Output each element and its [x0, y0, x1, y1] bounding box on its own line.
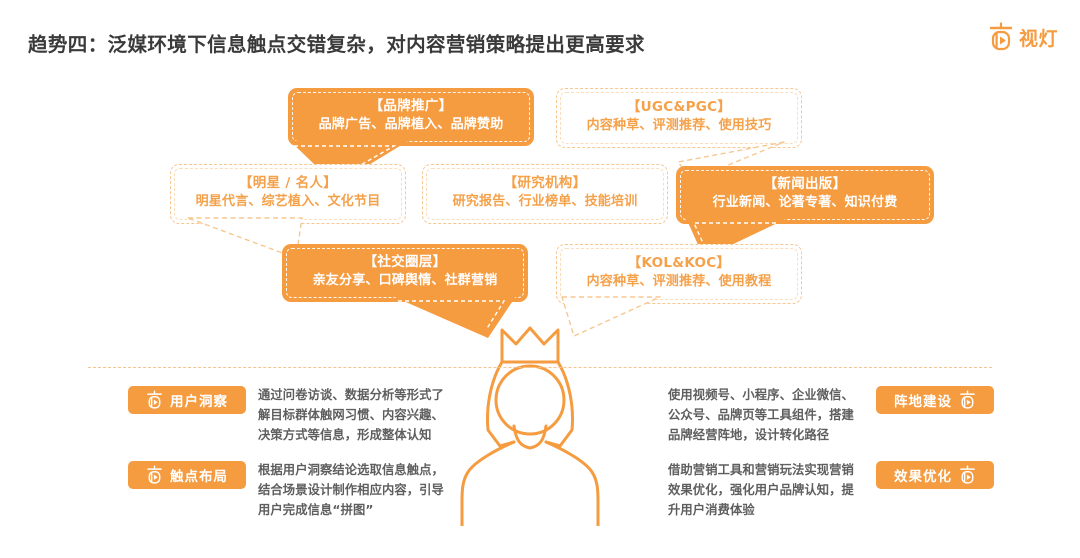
bubble-subtitle: 内容种草、评测推荐、使用技巧 [586, 118, 772, 134]
strategy-item-touchpoint-layout: 触点布局 根据用户洞察结论选取信息触点，结合场景设计制作相应内容，引导用户完成信… [128, 461, 446, 521]
bubble-subtitle: 研究报告、行业榜单、技能培训 [452, 194, 638, 210]
bubble-celebrity: 【明星 / 名人】 明星代言、综艺植入、文化节目 [170, 164, 406, 224]
bubble-subtitle: 品牌广告、品牌植入、品牌赞助 [318, 117, 504, 133]
bubble-title: 【明星 / 名人】 [238, 175, 338, 191]
bubble-title: 【新闻出版】 [763, 176, 847, 192]
strategy-pill-user-insight[interactable]: 用户洞察 [128, 386, 246, 414]
bubble-ugc-pgc: 【UGC&PGC】 内容种草、评测推荐、使用技巧 [556, 88, 802, 148]
page-title: 趋势四：泛媒环境下信息触点交错复杂，对内容营销策略提出更高要求 [28, 33, 645, 56]
brand-logo-text: 视灯 [1018, 27, 1058, 50]
bubble-brand-promotion: 【品牌推广】 品牌广告、品牌植入、品牌赞助 [288, 88, 534, 146]
section-divider [88, 367, 992, 368]
strategy-item-effect-optimization: 效果优化 借助营销工具和营销玩法实现营销效果优化，强化用户品牌认知，提升用户消费… [668, 461, 994, 521]
strategy-pill-effect-optimization[interactable]: 效果优化 [876, 461, 994, 489]
bubble-social-circle: 【社交圈层】 亲友分享、口碑舆情、社群营销 [282, 244, 528, 302]
brand-logo: 视灯 [988, 22, 1058, 52]
strategy-pill-label: 阵地建设 [894, 394, 952, 410]
strategy-pill-touchpoint-layout[interactable]: 触点布局 [128, 461, 246, 489]
strategy-pill-label: 用户洞察 [170, 394, 228, 410]
crowned-person-figure [440, 326, 620, 530]
shideng-lamp-icon [960, 465, 975, 484]
bubble-subtitle: 明星代言、综艺植入、文化节目 [195, 194, 381, 210]
shideng-lamp-icon [147, 390, 162, 409]
strategy-description: 使用视频号、小程序、企业微信、公众号、品牌页等工具组件，搭建品牌经营阵地，设计转… [668, 388, 854, 442]
strategy-description: 通过问卷访谈、数据分析等形式了解目标群体触网习惯、内容兴趣、决策方式等信息，形成… [258, 388, 444, 442]
bubble-kol-koc: 【KOL&KOC】 内容种草、评测推荐、使用教程 [556, 244, 802, 304]
bubble-title: 【品牌推广】 [369, 98, 453, 114]
bubble-news-publishing: 【新闻出版】 行业新闻、论著专著、知识付费 [676, 166, 934, 224]
crowned-person-icon [460, 326, 600, 528]
strategy-pill-label: 效果优化 [894, 469, 952, 485]
shideng-lamp-icon [960, 390, 975, 409]
bubble-subtitle: 行业新闻、论著专著、知识付费 [712, 195, 898, 211]
bubble-title: 【UGC&PGC】 [626, 99, 732, 115]
strategy-item-user-insight: 用户洞察 通过问卷访谈、数据分析等形式了解目标群体触网习惯、内容兴趣、决策方式等… [128, 386, 446, 446]
bubble-research-institution: 【研究机构】 研究报告、行业榜单、技能培训 [422, 164, 668, 224]
bubble-title: 【研究机构】 [503, 175, 587, 191]
bubble-title: 【社交圈层】 [363, 254, 447, 270]
strategy-pill-label: 触点布局 [170, 469, 228, 485]
bubble-subtitle: 亲友分享、口碑舆情、社群营销 [312, 273, 498, 289]
bubble-subtitle: 内容种草、评测推荐、使用教程 [586, 274, 772, 290]
shideng-lamp-icon [989, 22, 1013, 51]
strategy-description: 根据用户洞察结论选取信息触点，结合场景设计制作相应内容，引导用户完成信息“拼图” [258, 463, 444, 517]
strategy-description: 借助营销工具和营销玩法实现营销效果优化，强化用户品牌认知，提升用户消费体验 [668, 463, 854, 517]
bubble-title: 【KOL&KOC】 [627, 255, 731, 271]
strategy-item-position-building: 阵地建设 使用视频号、小程序、企业微信、公众号、品牌页等工具组件，搭建品牌经营阵… [668, 386, 994, 446]
strategy-pill-position-building[interactable]: 阵地建设 [876, 386, 994, 414]
shideng-lamp-icon [147, 465, 162, 484]
